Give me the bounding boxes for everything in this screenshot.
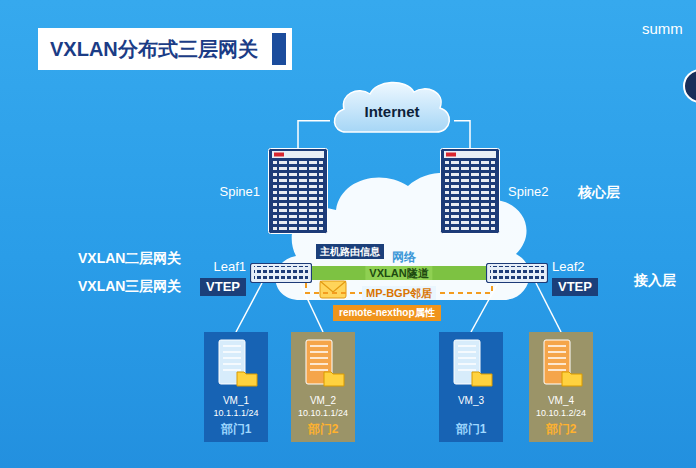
vm-panel: VM_210.10.1.1/24 部门2	[291, 332, 355, 442]
server-slot	[310, 351, 328, 353]
server-slot	[458, 357, 476, 359]
role-name: VXLAN二层网关	[78, 250, 181, 268]
server-slot	[548, 357, 566, 359]
server-slot	[223, 351, 241, 353]
folder-icon	[562, 372, 582, 386]
role-name: VXLAN三层网关	[78, 278, 181, 296]
leaf-device: Leaf2VTEP	[486, 263, 548, 283]
server-slot	[310, 345, 328, 347]
server-slot	[223, 357, 241, 359]
vm-panel: VM_410.10.1.2/24 部门2	[529, 332, 593, 442]
server-slot	[458, 363, 476, 365]
vm-name: VM_4	[548, 394, 574, 407]
server-slot	[548, 369, 566, 371]
server-slot	[548, 363, 566, 365]
envelope-icon	[320, 281, 346, 298]
vm-name: VM_2	[310, 394, 336, 407]
title-box: VXLAN分布式三层网关	[38, 28, 292, 70]
rack-slots	[445, 161, 495, 231]
department: 部门1	[221, 423, 252, 436]
attribute-badge: remote-nexthop属性	[333, 305, 441, 321]
server-slot	[310, 369, 328, 371]
edge-label: MP-BGP邻居	[362, 286, 436, 300]
vtep-tag: VTEP	[200, 278, 246, 296]
ip-address: 10.10.1.1/24	[298, 407, 348, 420]
switch-body	[251, 264, 312, 283]
server-slot	[548, 351, 566, 353]
link-line	[300, 283, 323, 332]
server-slot	[223, 345, 241, 347]
device-name: Spine2	[508, 184, 548, 199]
title: VXLAN分布式三层网关	[50, 36, 258, 63]
department: 部门1	[456, 423, 487, 436]
server-slot	[458, 369, 476, 371]
server-slot	[310, 357, 328, 359]
server-slot	[458, 351, 476, 353]
server-icon	[213, 338, 259, 388]
vtep-tag: VTEP	[552, 278, 598, 296]
link-line	[454, 121, 470, 148]
edge-label: VXLAN隧道	[365, 266, 432, 280]
switch-body	[487, 264, 548, 283]
corner-logo	[684, 70, 696, 102]
folder-icon	[472, 372, 492, 386]
vm-name: VM_3	[458, 394, 484, 407]
server-slot	[223, 363, 241, 365]
link-line	[298, 121, 330, 148]
server-icon	[300, 338, 346, 388]
server-slot	[458, 345, 476, 347]
vxlan-tunnel	[312, 266, 486, 280]
vm-name: VM_1	[223, 394, 249, 407]
cloud-device: Internet	[330, 76, 454, 138]
server-slot	[223, 369, 241, 371]
device-name: Leaf1	[213, 259, 246, 274]
layer-name: 核心层	[578, 184, 620, 202]
vm-panel: VM_110.1.1.1/24 部门1	[204, 332, 268, 442]
vm-panel: VM_3 部门1	[439, 332, 503, 442]
link-line	[471, 283, 498, 332]
rack-slots	[273, 161, 323, 231]
leaf-device: Leaf1VTEP	[250, 263, 312, 283]
info-badge: 主机路由信息	[316, 244, 384, 259]
folder-icon	[324, 372, 344, 386]
switch-icon	[486, 263, 548, 283]
rack-body	[441, 149, 500, 234]
watermark: summ	[642, 20, 683, 37]
rack-logo	[274, 153, 284, 157]
department: 部门2	[546, 423, 577, 436]
ip-address: 10.1.1.1/24	[213, 407, 258, 420]
cloud-caption: 网络	[392, 249, 416, 266]
switch-icon	[250, 263, 312, 283]
rack-logo	[446, 153, 456, 157]
title-accent	[272, 33, 286, 65]
department: 部门2	[308, 423, 339, 436]
cloud-label: Internet	[364, 103, 419, 120]
switch-ports	[254, 266, 308, 280]
rack-body	[269, 149, 328, 234]
device-name: Spine1	[220, 184, 260, 199]
spine-device: Spine2	[440, 148, 500, 234]
layer-name: 接入层	[634, 272, 676, 290]
spine-device: Spine1	[268, 148, 328, 234]
switch-ports	[490, 266, 544, 280]
server-icon	[538, 338, 584, 388]
rack-top	[272, 151, 324, 158]
server-slot	[548, 345, 566, 347]
cloud-outline	[334, 82, 449, 132]
rack-icon	[440, 148, 500, 234]
server-slot	[310, 363, 328, 365]
ip-address: 10.10.1.2/24	[536, 407, 586, 420]
device-name: Leaf2	[552, 259, 585, 274]
server-icon	[448, 338, 494, 388]
rack-top	[444, 151, 496, 158]
rack-icon	[268, 148, 328, 234]
folder-icon	[237, 372, 257, 386]
